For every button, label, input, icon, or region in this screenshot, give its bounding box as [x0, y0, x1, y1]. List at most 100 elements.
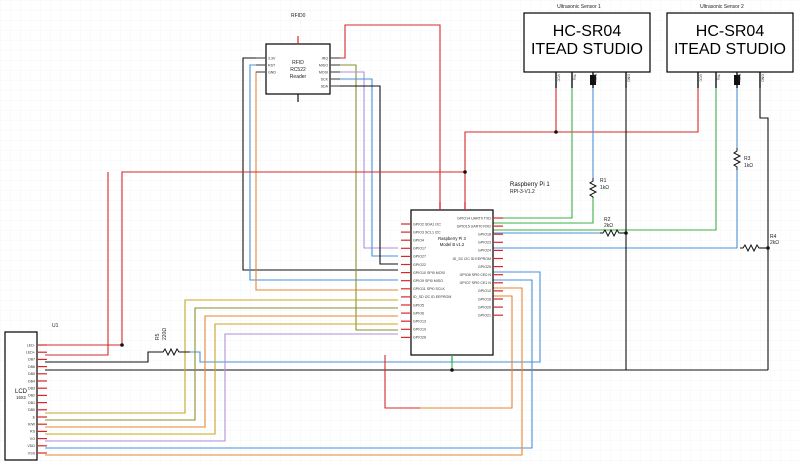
pin-label: LED- [27, 343, 36, 347]
pin-label: VCC [699, 74, 703, 82]
junction-dot [120, 343, 124, 347]
pin-label: GPIO18 [478, 233, 491, 237]
pin-label: GPIO12 [478, 289, 491, 293]
pin-label: DB3 [28, 387, 35, 391]
lcd-subtitle: 16X2 [16, 395, 26, 400]
r2-name: R2 [604, 217, 611, 223]
wire-5v-bus[interactable] [121, 171, 466, 345]
pin-label: Echo [594, 74, 598, 82]
pin-label: DB4 [28, 379, 35, 383]
sensor1-body [523, 12, 651, 73]
pin-label: GPIO27 [413, 255, 426, 259]
wire-lcd-rs[interactable] [45, 279, 533, 449]
pin-label: MISO [319, 63, 328, 67]
rfid-body [265, 43, 331, 95]
pin-label: GPIO3 SCL1 I2C [413, 230, 441, 234]
sensor2-body [666, 12, 794, 73]
raspberry-pi[interactable]: Raspberry Pi 1 RPI-3-V1.2 Raspberry Pi 3… [401, 182, 550, 363]
wire-lcd-db5[interactable] [45, 315, 398, 428]
sensor1-ref: Ultrasonic Sensor 1 [557, 4, 601, 10]
pin-label: E [33, 415, 36, 419]
pin-label: DB6 [28, 365, 35, 369]
pin-label: GPIO10 SPI0 MOSI [413, 271, 445, 275]
r4-name: R4 [770, 234, 777, 240]
pin-label: Trig [573, 74, 577, 80]
pi-part: RPI-3-V1.2 [510, 189, 535, 195]
wire-pi-orange-bottom[interactable] [420, 295, 513, 409]
r3-name: R3 [744, 156, 751, 162]
rfid-left-pins: 3.3V RST GND [256, 56, 276, 74]
junction-dot [624, 231, 628, 235]
ultrasonic-sensor-1[interactable]: Ultrasonic Sensor 1 HC-SR04 ITEAD STUDIO… [523, 4, 651, 88]
pin-label: GPIO24 [478, 249, 491, 253]
pi-ref: Raspberry Pi 1 [510, 182, 550, 188]
resistor-r3[interactable]: R3 1kΩ [732, 148, 753, 170]
sensor2-line1: HC-SR04 [696, 23, 765, 40]
junction-dot [450, 368, 454, 372]
pin-label: MOSI [319, 70, 328, 74]
r5-name: R5 [155, 333, 161, 340]
rfid-subtitle2: Reader [290, 74, 307, 80]
wire-lcd-db4[interactable] [45, 323, 398, 435]
r5-value: 220Ω [162, 328, 168, 340]
lcd-ref: U1 [52, 323, 59, 329]
wire-5v-s2[interactable] [556, 88, 699, 133]
pin-label: DB5 [28, 372, 35, 376]
pin-label: GPIO15 UART0 RXD [457, 224, 492, 228]
pin-label: GND [761, 74, 765, 82]
rfid-ref: RFID0 [291, 13, 306, 19]
pin-label: LED+ [26, 351, 35, 355]
wire-rfid-3v3[interactable] [242, 57, 398, 271]
pin-label: ID_SC I2C ID EEPROM [453, 257, 491, 261]
pin-label: GPIO20 [478, 305, 491, 309]
wire-s2-echo2[interactable] [493, 170, 738, 249]
pin-label: GPIO9 SPI0 MISO [413, 279, 443, 283]
r1-name: R1 [600, 178, 607, 184]
wire-pi-red-bottom[interactable] [384, 355, 420, 409]
pin-label: 3.3V [268, 56, 276, 60]
lcd-display[interactable]: U1 LCD 16X2 LED-LED+DB7DB6DB5DB4DB3DB2DB… [4, 323, 59, 461]
wire-lcd-db6[interactable] [45, 307, 398, 421]
pin-label: GPIO4 [413, 239, 424, 243]
resistor-r1[interactable]: R1 1kΩ [588, 178, 609, 198]
sensor1-line1: HC-SR04 [553, 23, 622, 40]
wire-lcd-e[interactable] [45, 333, 398, 442]
pi-body [410, 209, 494, 356]
resistors: R1 1kΩ R2 2kΩ R3 1kΩ R4 2kΩ R5 220Ω [155, 148, 779, 357]
resistor-r4[interactable]: R4 2kΩ [740, 234, 779, 253]
sensor2-line2: ITEAD STUDIO [674, 41, 786, 58]
resistor-r2[interactable]: R2 2kΩ [600, 217, 620, 238]
pin-label: GPIO22 [413, 263, 426, 267]
wire-5v-s1[interactable] [464, 88, 557, 172]
wire-black-r5[interactable] [45, 351, 160, 363]
wire-r5-blue[interactable] [190, 271, 541, 363]
wire-5v-lcd2[interactable] [45, 172, 109, 356]
pin-label: VO [30, 437, 35, 441]
pin-label: RST [268, 63, 276, 67]
wire-lcd-db7[interactable] [45, 299, 398, 414]
r3-value: 1kΩ [744, 163, 753, 169]
pin-label: GND [268, 70, 276, 74]
pin-label: VCC [557, 74, 561, 82]
wire-lcd-rw[interactable] [45, 287, 523, 456]
wire-rfid-sck[interactable] [330, 85, 398, 265]
sensor2-ref: Ultrasonic Sensor 2 [700, 4, 744, 10]
wire-rfid-mosi[interactable] [330, 78, 398, 257]
wire-rfid-miso[interactable] [330, 71, 398, 249]
ultrasonic-sensor-2[interactable]: Ultrasonic Sensor 2 HC-SR04 ITEAD STUDIO… [666, 4, 794, 88]
pin-label: DB7 [28, 358, 35, 362]
wire-s2-trig[interactable] [493, 88, 717, 231]
r2-value: 2kΩ [604, 223, 613, 229]
pin-label: IRQ [322, 56, 329, 60]
wire-rfid-irq[interactable] [330, 64, 398, 331]
resistor-r5[interactable]: R5 220Ω [155, 328, 190, 357]
wire-s1-echo2[interactable] [493, 198, 594, 224]
wire-s2-gnd[interactable] [759, 88, 769, 370]
pin-label: GPIO11 SPI0 SCLK [413, 287, 445, 291]
wire-s1-trig[interactable] [493, 88, 573, 219]
